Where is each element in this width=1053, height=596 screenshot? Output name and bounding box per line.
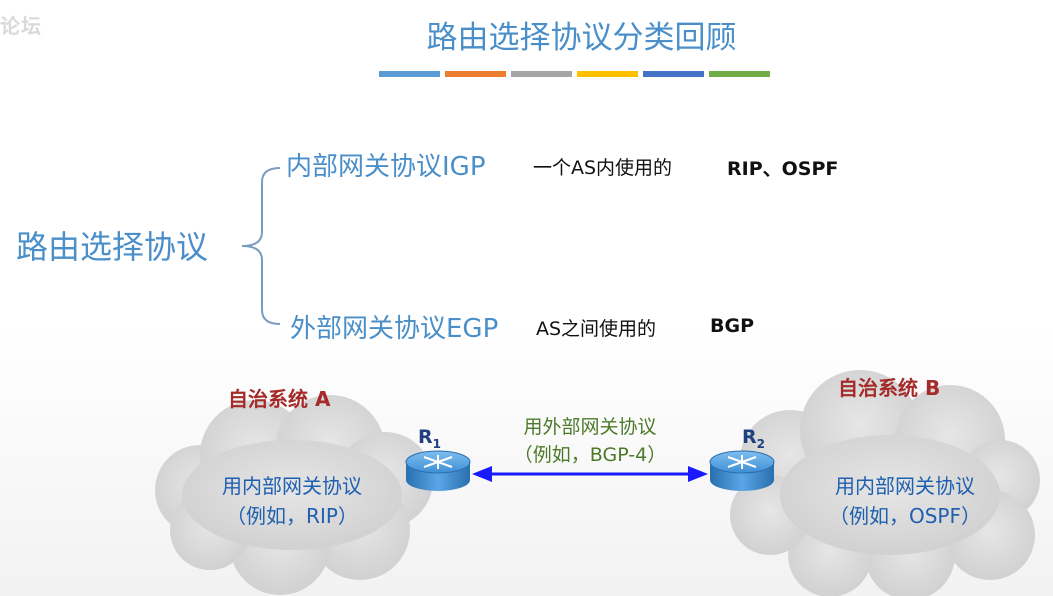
title-color-bars — [379, 71, 770, 77]
page-title: 路由选择协议分类回顾 — [426, 20, 737, 56]
router-icon-r2 — [709, 450, 775, 491]
igp-examples: RIP、OSPF — [727, 158, 839, 180]
as-b-protocol: 用内部网关协议 （例如，OSPF） — [800, 471, 1010, 531]
as-a-title: 自治系统 A — [228, 387, 331, 411]
as-a-protocol: 用内部网关协议 （例如，RIP） — [192, 471, 392, 531]
watermark: 论坛 — [0, 14, 42, 38]
router-r1-label: R1 — [418, 426, 441, 451]
as-b-title: 自治系统 B — [838, 376, 941, 400]
igp-desc: 一个AS内使用的 — [533, 157, 673, 179]
router-r2-sub: 2 — [756, 436, 765, 451]
router-r1-letter: R — [418, 426, 433, 448]
router-r1-sub: 1 — [432, 436, 441, 451]
link-line2: （例如，BGP-4） — [513, 444, 667, 466]
link-line1: 用外部网关协议 — [523, 416, 657, 438]
egp-examples: BGP — [710, 315, 755, 337]
tree-brace — [241, 167, 281, 325]
title-bar-3 — [511, 71, 572, 77]
as-a-line1: 用内部网关协议 — [222, 474, 362, 498]
igp-label: 内部网关协议IGP — [286, 152, 486, 182]
title-bar-1 — [379, 71, 440, 77]
link-protocol: 用外部网关协议 （例如，BGP-4） — [490, 413, 690, 469]
as-b-line2: （例如，OSPF） — [828, 504, 981, 528]
as-a-line2: （例如，RIP） — [226, 504, 358, 528]
cloud-as-a — [155, 395, 433, 595]
egp-label: 外部网关协议EGP — [290, 314, 499, 344]
router-icon-r1 — [405, 450, 471, 491]
tree-root-label: 路由选择协议 — [16, 228, 209, 266]
egp-desc: AS之间使用的 — [536, 318, 657, 340]
title-bar-6 — [709, 71, 770, 77]
title-bar-4 — [577, 71, 638, 77]
title-bar-5 — [643, 71, 704, 77]
router-r2-letter: R — [742, 426, 757, 448]
bgp-link-arrow — [472, 466, 708, 482]
cloud-as-b — [730, 370, 1040, 596]
router-r2-label: R2 — [742, 426, 765, 451]
title-bar-2 — [445, 71, 506, 77]
as-b-line1: 用内部网关协议 — [835, 474, 975, 498]
